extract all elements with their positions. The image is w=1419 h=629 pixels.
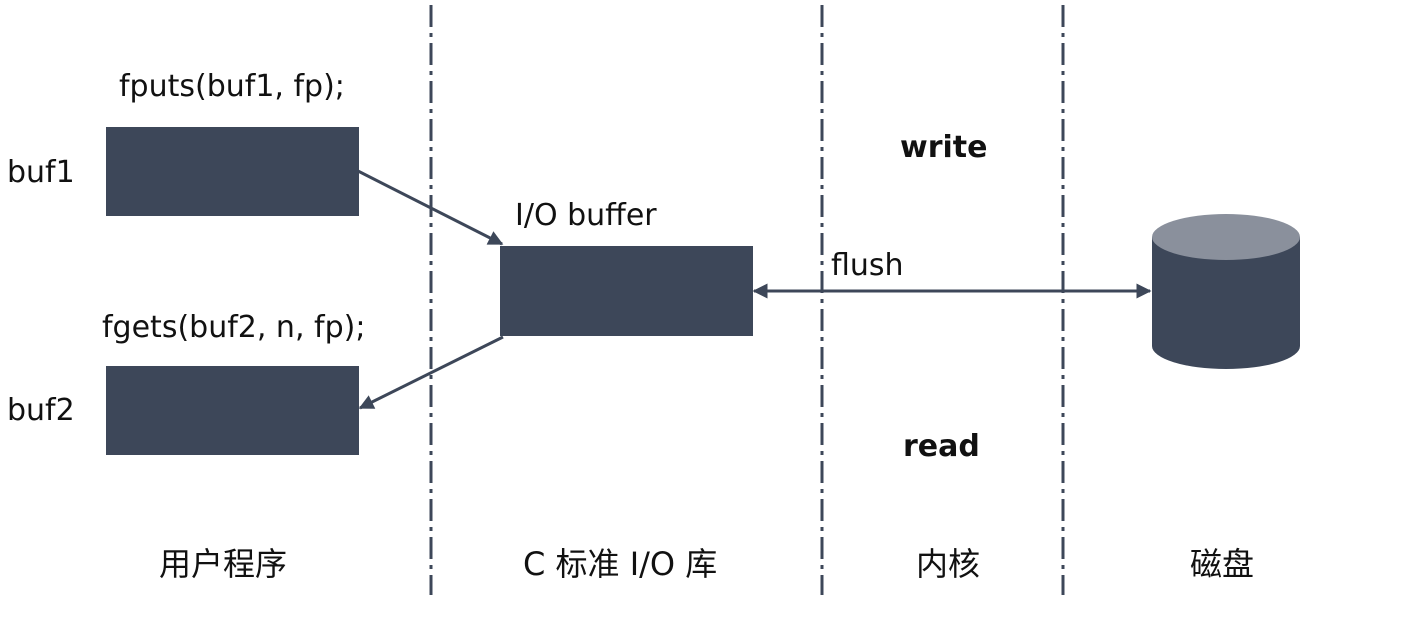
zone-title-disk: 磁盘 [1190, 545, 1255, 583]
zone-title-stdio-lib: C 标准 I/O 库 [523, 545, 718, 583]
write-label: write [900, 130, 988, 165]
flush-label: flush [831, 248, 904, 283]
buf1-label: buf1 [7, 155, 75, 190]
read-label: read [903, 429, 980, 464]
arrow-buffer-to-buf2 [358, 335, 504, 410]
arrow-buf1-to-buffer [357, 169, 504, 246]
io-buffer-box [500, 246, 753, 336]
io-buffer-label: I/O buffer [515, 198, 657, 233]
buf2-box [106, 366, 359, 455]
fputs-code-label: fputs(buf1, fp); [119, 69, 345, 104]
zone-title-kernel: 内核 [916, 545, 981, 583]
buf1-box [106, 127, 359, 216]
zone-title-user-program: 用户程序 [159, 545, 288, 583]
fgets-code-label: fgets(buf2, n, fp); [102, 310, 366, 345]
disk-cylinder-icon [1152, 214, 1300, 369]
buf2-label: buf2 [7, 393, 75, 428]
